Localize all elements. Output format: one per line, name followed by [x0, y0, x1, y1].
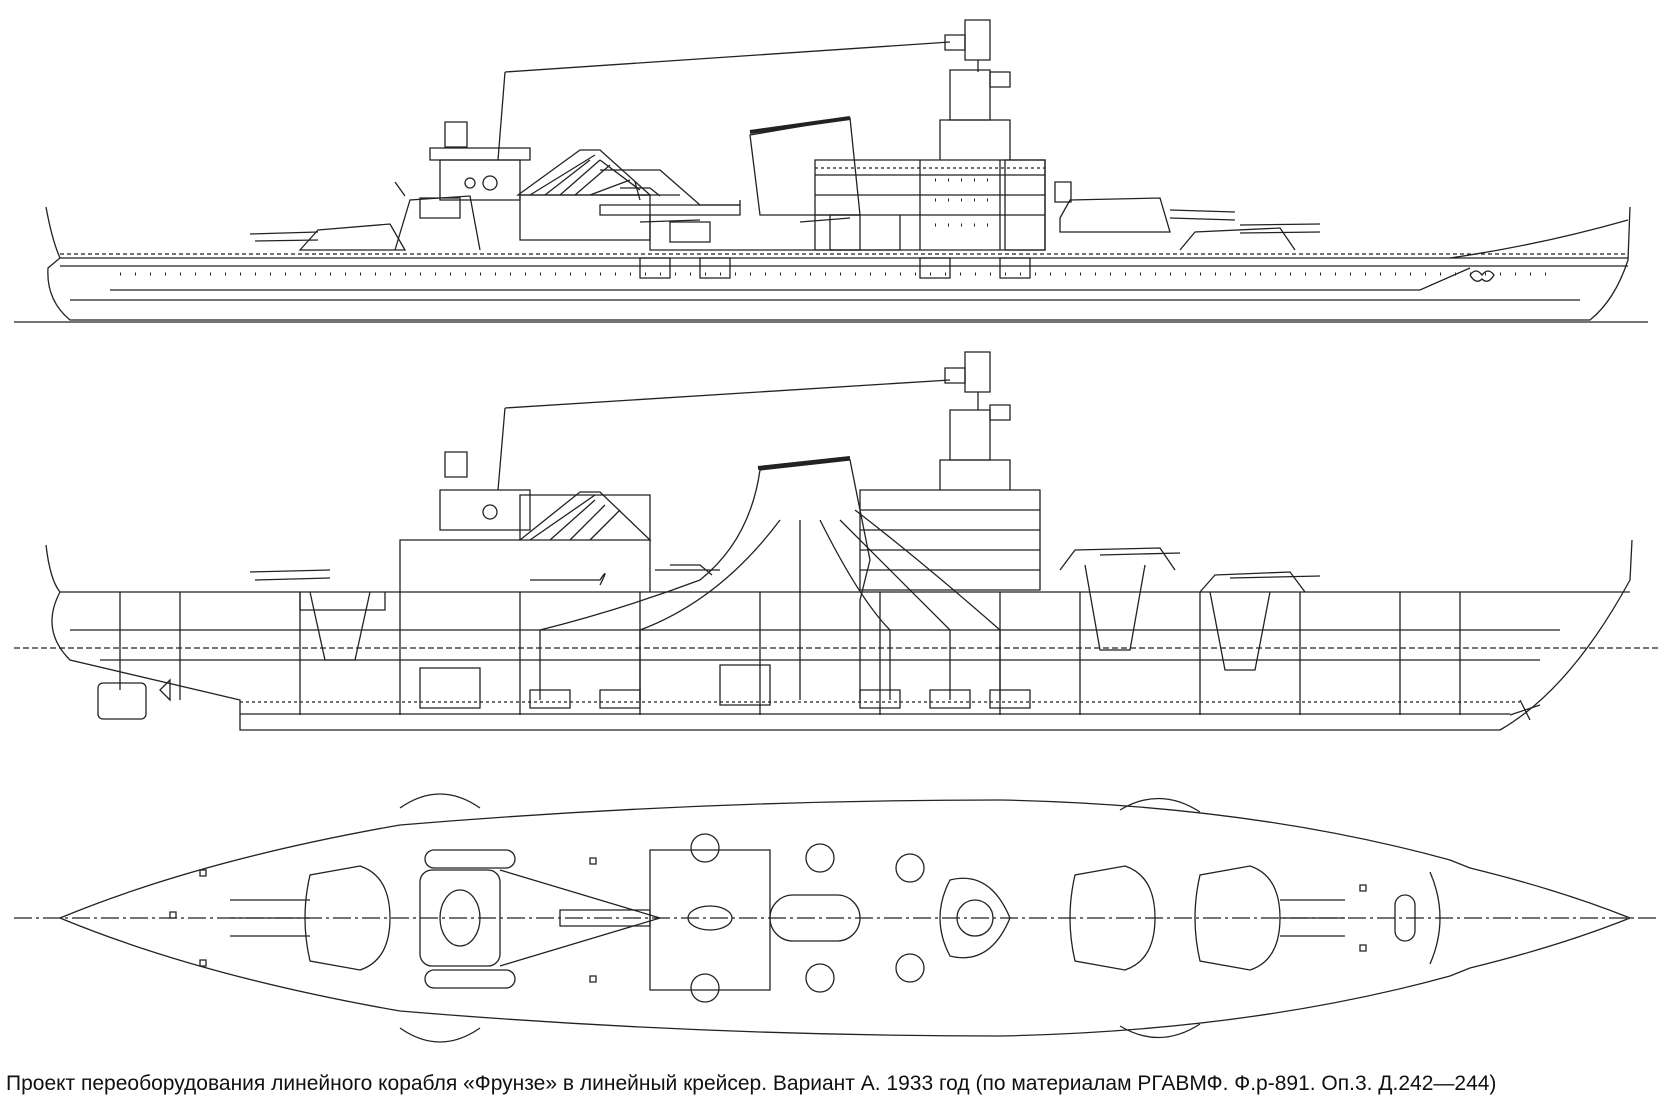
aft-mast [498, 72, 505, 160]
bow-detail [1510, 700, 1540, 720]
forward-superstructure-2 [860, 490, 1040, 590]
engine-room [420, 668, 480, 708]
figure-caption: Проект переоборудования линейного корабл… [6, 1072, 1497, 1095]
rudder [98, 683, 146, 719]
fwd-turret-2 [1060, 198, 1170, 232]
hull-section [46, 540, 1632, 730]
plan-bridge [940, 878, 1010, 957]
plan-deckhouse [650, 850, 770, 990]
plan-fwd-turret-1 [1195, 866, 1280, 970]
sec-mount-1 [691, 834, 719, 862]
aft-barbette-1 [310, 592, 370, 660]
catapult [500, 870, 660, 918]
funnel [750, 118, 860, 215]
hull-side [46, 207, 1630, 320]
anchor-crest [1470, 271, 1494, 281]
aft-superstructure-2 [400, 495, 650, 592]
aerial-line [505, 42, 950, 72]
aft-superstructure-plan [420, 870, 500, 966]
seaplane [600, 182, 680, 200]
plan-fwd-turret-2 [1070, 866, 1155, 970]
ship-drawing [0, 0, 1680, 1060]
sponson-aft-stbd [400, 1028, 480, 1042]
inboard-profile [14, 352, 1660, 730]
plan-view [14, 794, 1660, 1042]
aft-rangefinder [445, 122, 467, 147]
outboard-profile [14, 20, 1648, 322]
foretop [965, 20, 990, 60]
bulkheads [120, 592, 1460, 715]
deck-outline [60, 800, 1630, 1036]
plan-funnel [770, 895, 860, 941]
fwd-barbette-1 [1210, 592, 1270, 670]
fwd-barbette-2 [1085, 565, 1145, 650]
aft-turret-1 [300, 224, 405, 250]
sponson-aft-port [400, 794, 480, 808]
funnel-section [760, 460, 870, 700]
fwd-turret-1 [1180, 228, 1295, 250]
fwd-turret-2b [1060, 548, 1175, 570]
capstan [1395, 895, 1415, 941]
propeller [160, 680, 170, 700]
conning-tower [940, 120, 1010, 160]
forward-superstructure [815, 160, 1045, 250]
seaplane-2 [655, 565, 720, 575]
aft-superstructure [395, 196, 480, 250]
